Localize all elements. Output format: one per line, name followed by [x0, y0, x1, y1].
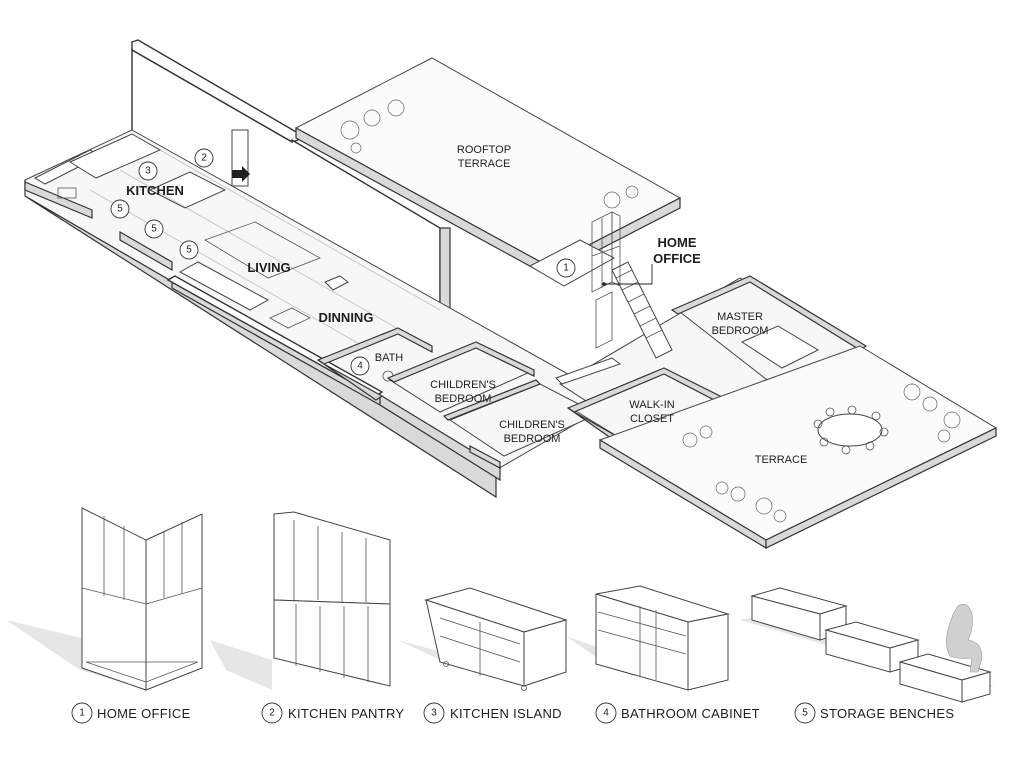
front-wall-bedrooms — [379, 393, 501, 482]
childrens-bedroom-2-wall — [442, 379, 542, 421]
legend-num-2: 2 — [269, 708, 275, 719]
marker-bench-b: 5 — [144, 219, 164, 239]
legend-label-kitchen-island: KITCHEN ISLAND — [450, 706, 562, 721]
svg-text:BEDROOM: BEDROOM — [504, 433, 561, 445]
kitchen-counter-back — [68, 133, 162, 179]
room-labels: ROOFTOP TERRACE HOME OFFICE KITCHEN LIVI… — [126, 144, 807, 466]
dinning-label: DINNING — [319, 310, 374, 325]
kitchen-island-illustration — [398, 587, 568, 691]
bath-label: BATH — [375, 352, 404, 364]
legend: 1 HOME OFFICE 2 KITCHEN PANTRY 3 KITCHEN… — [71, 702, 954, 724]
terrace-plants — [682, 383, 961, 523]
kitchen-pantry-illustration — [210, 511, 391, 690]
svg-text:CHILDREN'S: CHILDREN'S — [430, 379, 496, 391]
svg-text:5: 5 — [151, 224, 157, 235]
kitchen-island-plan — [148, 171, 227, 209]
marker-kitchen-island: 3 — [138, 161, 158, 181]
floor-plan — [24, 39, 998, 550]
home-office-label-1: HOME — [658, 235, 697, 250]
rooftop-plants — [340, 99, 639, 209]
childrens-bedroom-1-label-2: BEDROOM — [435, 393, 492, 405]
staircase — [555, 261, 673, 385]
front-wall-living — [119, 230, 173, 272]
legend-item-home-office: 1 HOME OFFICE — [71, 702, 191, 724]
terrace-chairs — [813, 405, 889, 455]
svg-text:BEDROOM: BEDROOM — [435, 393, 492, 405]
legend-num-3: 3 — [431, 708, 437, 719]
living-label: LIVING — [247, 260, 290, 275]
childrens-bedroom-1-wall — [386, 341, 535, 383]
svg-text:3: 3 — [145, 166, 151, 177]
legend-item-storage-benches: 5 STORAGE BENCHES — [794, 702, 954, 724]
pantry-doorway — [231, 129, 250, 187]
legend-label-kitchen-pantry: KITCHEN PANTRY — [288, 706, 404, 721]
svg-text:CHILDREN'S: CHILDREN'S — [499, 419, 565, 431]
walk-in-closet-label-2: CLOSET — [630, 413, 674, 425]
marker-bathroom-cabinet: 4 — [350, 356, 370, 376]
home-office-leader-dot — [602, 282, 606, 286]
terrace-round-table — [817, 413, 883, 447]
storage-benches-illustration — [740, 587, 994, 703]
bathroom-cabinet-illustration — [566, 585, 730, 691]
svg-text:2: 2 — [201, 153, 207, 164]
childrens-bedroom-1-label-1: CHILDREN'S — [430, 379, 496, 391]
marker-bench-a: 5 — [110, 199, 130, 219]
svg-text:5: 5 — [117, 204, 123, 215]
home-office-illustration — [6, 507, 203, 691]
home-office-label-2: OFFICE — [653, 251, 701, 266]
svg-text:ROOFTOP: ROOFTOP — [457, 144, 511, 156]
plan-markers: 1 2 3 5 5 5 4 — [110, 148, 576, 376]
living-chair — [324, 275, 349, 291]
childrens-bedroom-2-label-1: CHILDREN'S — [499, 419, 565, 431]
svg-text:TERRACE: TERRACE — [458, 158, 511, 170]
childrens-bedroom-2-label-2: BEDROOM — [504, 433, 561, 445]
childrens-bedroom-2-front — [469, 445, 501, 469]
terrace-edge-right — [765, 427, 997, 549]
svg-text:1: 1 — [563, 263, 569, 274]
front-wall-kitchen — [24, 181, 93, 219]
living-sofa — [178, 261, 270, 311]
svg-text:5: 5 — [186, 245, 192, 256]
legend-item-kitchen-island: 3 KITCHEN ISLAND — [423, 702, 562, 724]
svg-text:HOME: HOME — [658, 235, 697, 250]
svg-text:BEDROOM: BEDROOM — [712, 325, 769, 337]
svg-text:WALK-IN: WALK-IN — [629, 399, 674, 411]
master-bed — [740, 325, 820, 369]
legend-num-4: 4 — [603, 708, 609, 719]
legend-item-kitchen-pantry: 2 KITCHEN PANTRY — [261, 702, 404, 724]
legend-label-bathroom-cabinet: BATHROOM CABINET — [621, 706, 760, 721]
legend-num-5: 5 — [802, 708, 808, 719]
kitchen-label: KITCHEN — [126, 183, 184, 198]
marker-bench-c: 5 — [179, 240, 199, 260]
svg-text:4: 4 — [357, 361, 363, 372]
support-column — [439, 227, 451, 311]
walk-in-closet-label-1: WALK-IN — [629, 399, 674, 411]
dining-table — [269, 307, 311, 329]
bath-wall-2 — [317, 359, 384, 401]
floor-board-lines — [89, 149, 441, 351]
terrace-label: TERRACE — [755, 454, 808, 466]
legend-item-bathroom-cabinet: 4 BATHROOM CABINET — [595, 702, 760, 724]
master-bedroom-label-1: MASTER — [717, 311, 763, 323]
legend-label-storage-benches: STORAGE BENCHES — [820, 706, 954, 721]
svg-text:OFFICE: OFFICE — [653, 251, 701, 266]
marker-home-office: 1 — [556, 258, 576, 278]
legend-num-1: 1 — [79, 708, 85, 719]
marker-kitchen-pantry: 2 — [194, 148, 214, 168]
kitchen-sink — [57, 187, 77, 199]
rooftop-terrace-label-2: TERRACE — [458, 158, 511, 170]
main-slab-edge — [24, 180, 497, 499]
living-rug — [204, 221, 321, 279]
rooftop-terrace-label-1: ROOFTOP — [457, 144, 511, 156]
furniture-illustrations — [6, 507, 994, 703]
svg-text:CLOSET: CLOSET — [630, 413, 674, 425]
master-bedroom-label-2: BEDROOM — [712, 325, 769, 337]
legend-label-home-office: HOME OFFICE — [97, 706, 191, 721]
svg-text:MASTER: MASTER — [717, 311, 763, 323]
